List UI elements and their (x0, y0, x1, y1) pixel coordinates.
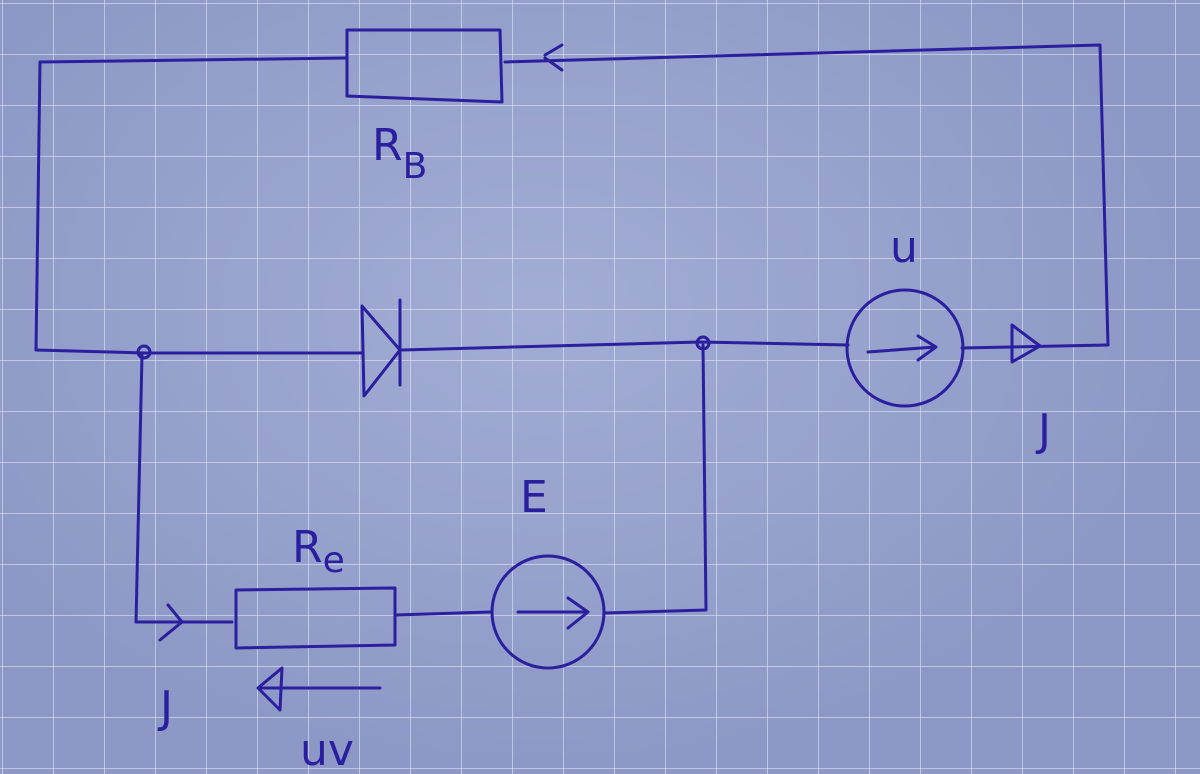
current-arrow-right-icon (1010, 323, 1042, 364)
wire-left-vertical (134, 353, 234, 624)
label-re: Re (292, 522, 345, 581)
source-u-arrow-icon (866, 334, 938, 362)
wire-main-middle (400, 340, 850, 352)
current-arrow-left-icon (158, 603, 184, 642)
resistor-rb (345, 28, 504, 104)
wire-main-left (34, 348, 364, 355)
label-rb: RB (372, 120, 427, 187)
label-e: E (520, 472, 548, 523)
wire-top-left (34, 56, 347, 352)
label-current-right: J (1035, 405, 1051, 456)
wire-main-right (960, 343, 1110, 350)
wire-right-vertical (603, 343, 708, 615)
current-arrow-rb-icon (543, 43, 564, 72)
resistor-re (234, 586, 397, 650)
diode-icon (360, 298, 402, 398)
label-u: u (890, 222, 918, 273)
voltage-arrow-uv-icon (256, 666, 382, 712)
junction-node-left (136, 344, 152, 360)
label-uv: uv (300, 725, 354, 774)
wire-top-right (503, 43, 1110, 347)
wire-re-to-e (393, 610, 492, 617)
label-current-left: J (157, 682, 173, 733)
source-e-arrow-icon (516, 596, 590, 630)
voltage-source-u-icon (845, 288, 965, 408)
voltage-source-e-icon (490, 554, 606, 670)
